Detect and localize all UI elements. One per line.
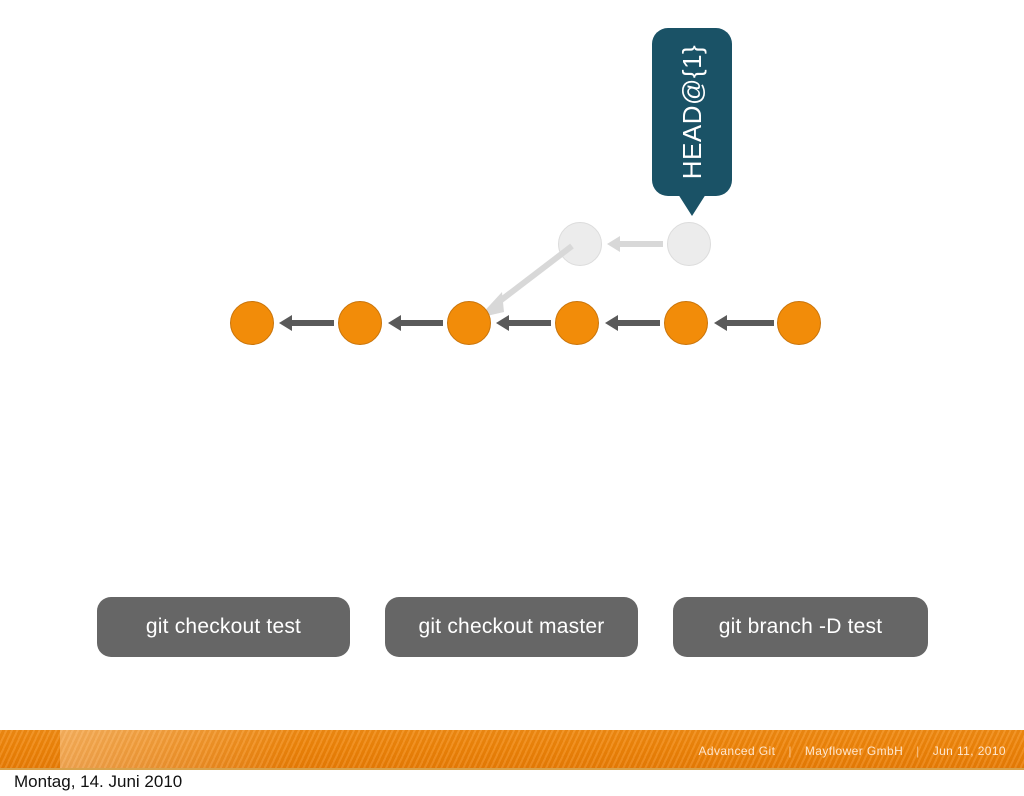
commit-node bbox=[777, 301, 821, 345]
command-button-git-branch-delete-test[interactable]: git branch -D test bbox=[673, 597, 928, 657]
arrowhead-icon bbox=[714, 315, 727, 331]
arrow-shaft bbox=[617, 241, 663, 247]
commit-node bbox=[230, 301, 274, 345]
head-callout-label: HEAD@{1} bbox=[676, 44, 707, 180]
command-button-git-checkout-master[interactable]: git checkout master bbox=[385, 597, 638, 657]
footer-company: Mayflower GmbH bbox=[804, 744, 904, 758]
command-button-git-checkout-test[interactable]: git checkout test bbox=[97, 597, 350, 657]
commit-arrow bbox=[279, 315, 334, 331]
footer-title: Advanced Git bbox=[698, 744, 776, 758]
arrow-shaft bbox=[398, 320, 443, 326]
footer-separator: | bbox=[916, 744, 920, 758]
arrow-shaft bbox=[615, 320, 660, 326]
arrowhead-icon bbox=[605, 315, 618, 331]
ghost-arrow bbox=[607, 236, 663, 252]
footer-date: Jun 11, 2010 bbox=[932, 744, 1006, 758]
footer-band bbox=[0, 730, 1024, 770]
arrowhead-icon bbox=[496, 315, 509, 331]
arrow-shaft bbox=[289, 320, 334, 326]
commit-arrow bbox=[714, 315, 774, 331]
footer-separator: | bbox=[788, 744, 792, 758]
arrowhead-icon bbox=[607, 236, 620, 252]
commit-arrow bbox=[388, 315, 443, 331]
slide-canvas: HEAD@{1} bbox=[0, 28, 1024, 770]
arrowhead-icon bbox=[388, 315, 401, 331]
commit-node bbox=[664, 301, 708, 345]
commit-node bbox=[447, 301, 491, 345]
head-callout-tail-icon bbox=[678, 194, 706, 216]
commit-node bbox=[338, 301, 382, 345]
slide-caption-date: Montag, 14. Juni 2010 bbox=[14, 772, 183, 791]
arrowhead-icon bbox=[279, 315, 292, 331]
head-callout-bubble bbox=[652, 28, 732, 196]
arrow-shaft bbox=[724, 320, 774, 326]
commit-arrow bbox=[605, 315, 660, 331]
footer-meta: Advanced Git | Mayflower GmbH | Jun 11, … bbox=[698, 744, 1006, 758]
deleted-commit-node bbox=[558, 222, 602, 266]
commit-node bbox=[555, 301, 599, 345]
deleted-commit-node bbox=[667, 222, 711, 266]
commit-arrow bbox=[496, 315, 551, 331]
arrow-shaft bbox=[506, 320, 551, 326]
